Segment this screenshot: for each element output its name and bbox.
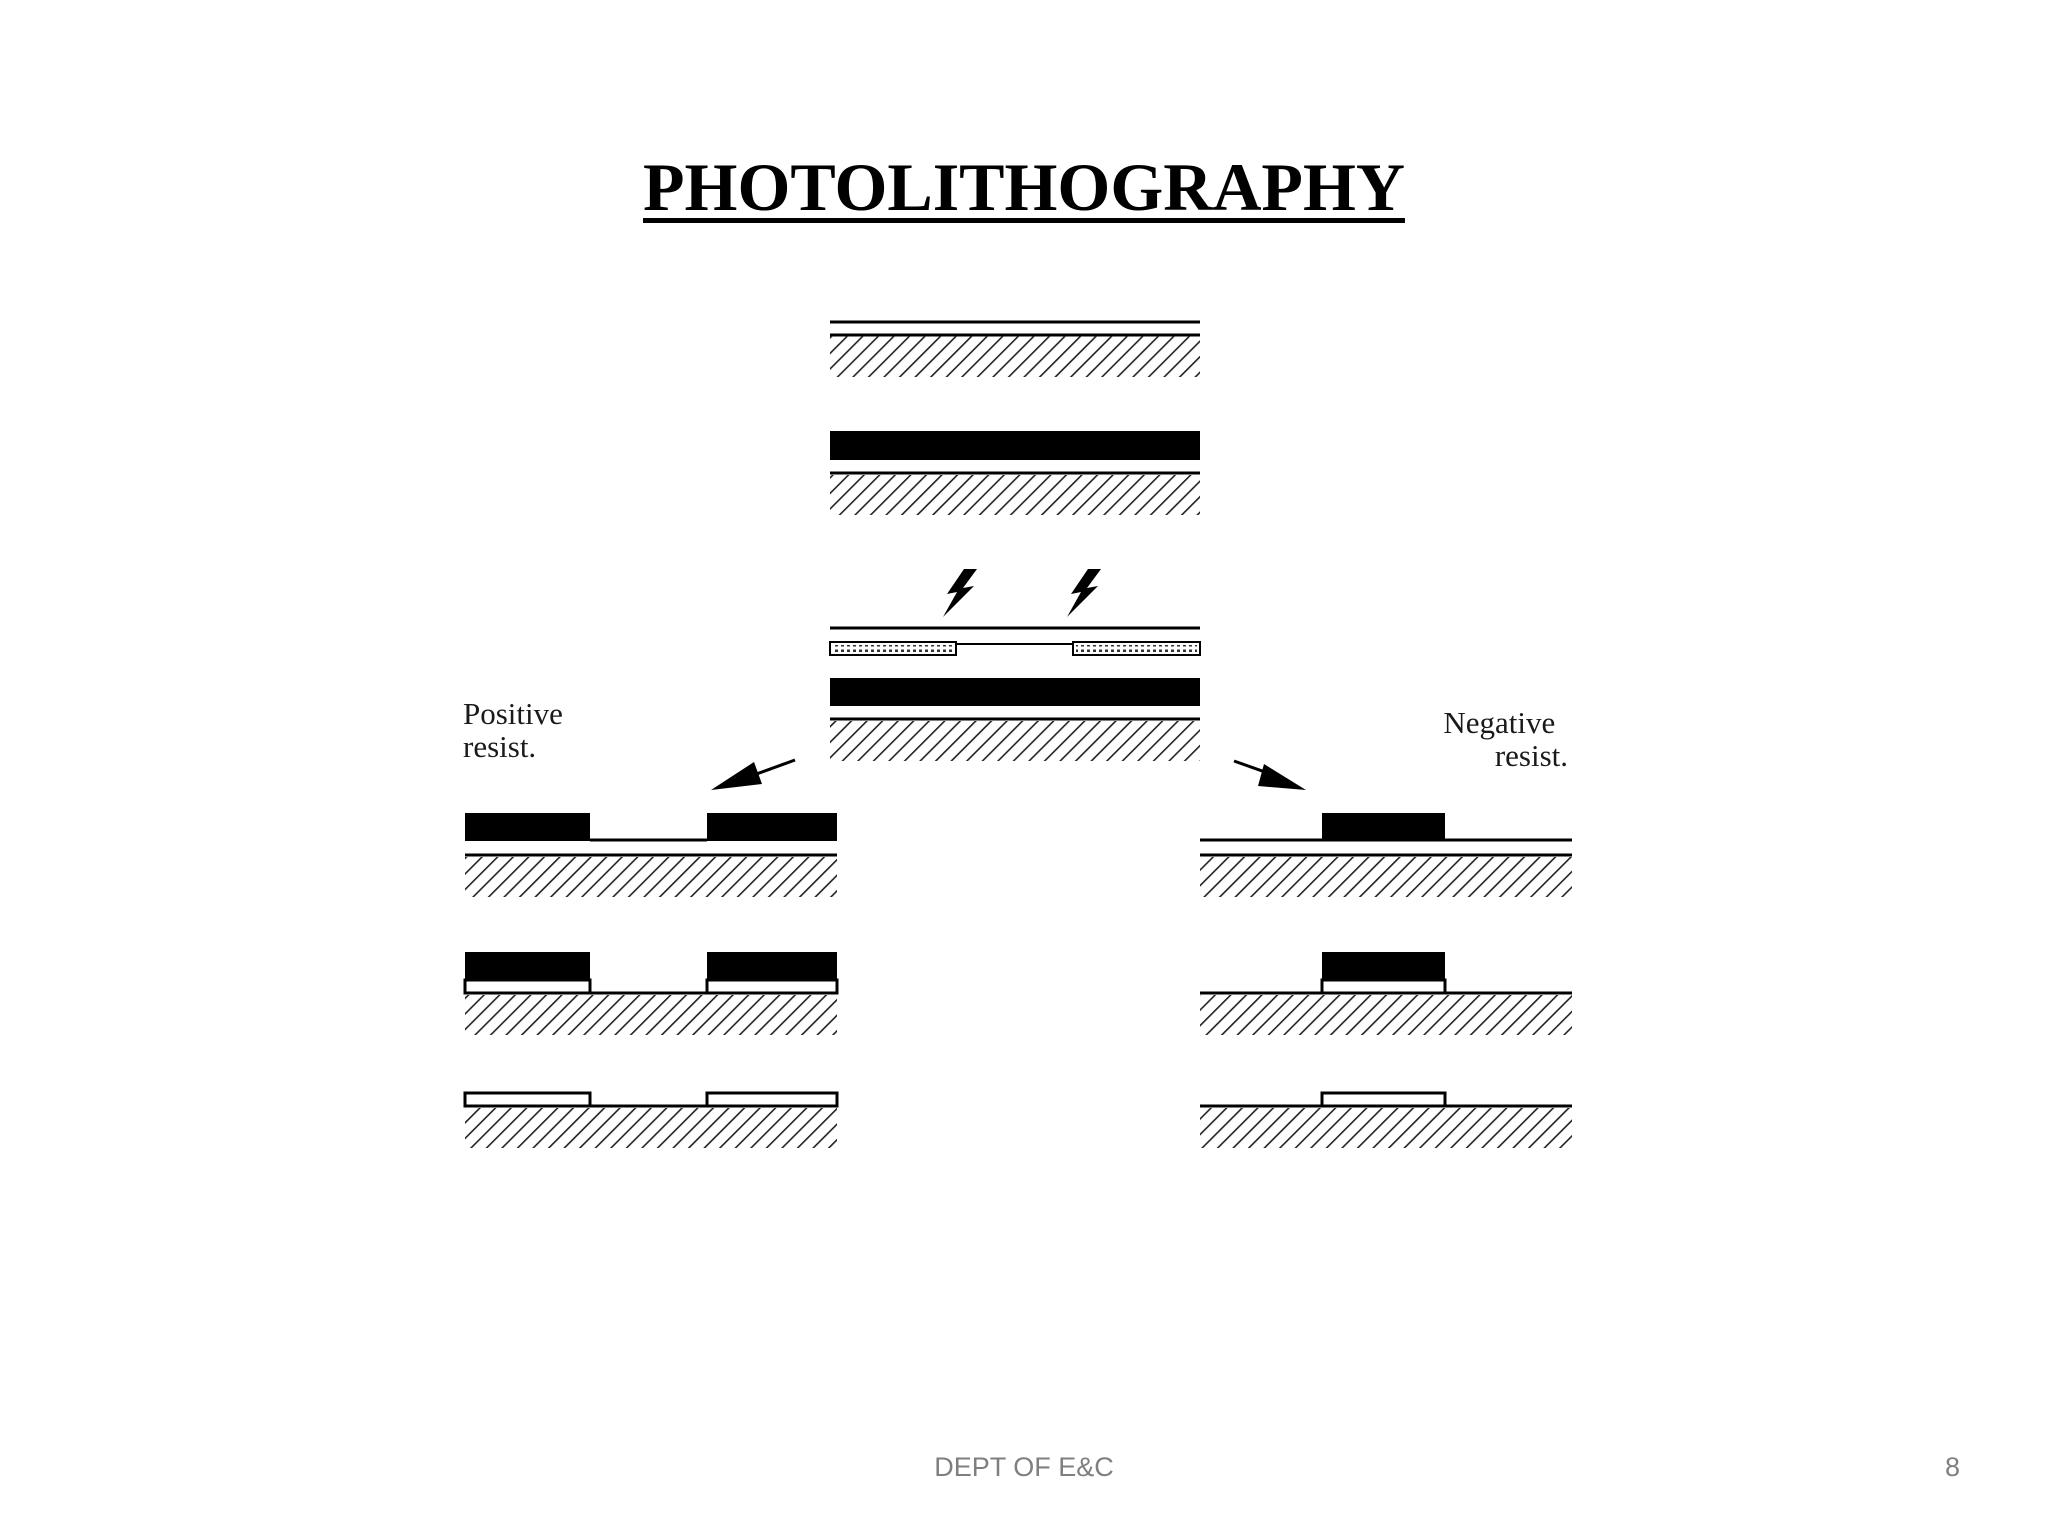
arrow-to-negative-icon — [1233, 759, 1306, 790]
negative-resist-label: Negative resist. — [1443, 705, 1568, 773]
negative-strip-stage — [1200, 1091, 1572, 1148]
positive-strip-stage — [463, 1091, 839, 1148]
positive-etch-stage — [463, 952, 839, 1035]
resist-block — [465, 952, 590, 980]
negative-etch-stage — [1200, 952, 1572, 1035]
stage-oxide-film — [830, 320, 1200, 377]
substrate — [465, 857, 837, 897]
resist-block — [465, 813, 590, 841]
substrate — [1200, 995, 1572, 1035]
substrate — [465, 1108, 837, 1148]
mask-pattern-left — [829, 641, 957, 656]
oxide-segment — [705, 978, 839, 995]
resist-block — [1322, 952, 1445, 980]
resist-block — [707, 952, 837, 980]
positive-develop-stage — [465, 813, 837, 897]
oxide-segment — [1320, 1091, 1447, 1108]
oxide-segment — [705, 1091, 839, 1108]
photoresist-layer — [830, 678, 1200, 706]
substrate — [465, 995, 837, 1035]
substrate — [1200, 857, 1572, 897]
slide-title: PHOTOLITHOGRAPHY — [643, 149, 1405, 225]
negative-develop-stage — [1200, 813, 1572, 897]
uv-light-icon — [1067, 569, 1101, 617]
resist-block — [707, 813, 837, 841]
mask-pattern-right — [1072, 641, 1201, 656]
arrow-to-positive-icon — [711, 758, 796, 790]
substrate — [1200, 1108, 1572, 1148]
stage-resist-coat — [830, 431, 1200, 515]
positive-resist-label: Positive resist. — [463, 696, 571, 764]
footer-department: DEPT OF E&C — [934, 1452, 1114, 1482]
photoresist-layer — [830, 431, 1200, 460]
substrate — [830, 475, 1200, 515]
uv-light-icon — [943, 569, 977, 617]
substrate — [830, 721, 1200, 761]
resist-block — [1322, 813, 1445, 841]
page-number: 8 — [1944, 1452, 1960, 1482]
oxide-segment — [463, 1091, 592, 1108]
stage-exposure — [829, 569, 1201, 761]
oxide-segment — [463, 978, 592, 995]
oxide-segment — [1320, 978, 1447, 995]
substrate — [830, 336, 1200, 377]
